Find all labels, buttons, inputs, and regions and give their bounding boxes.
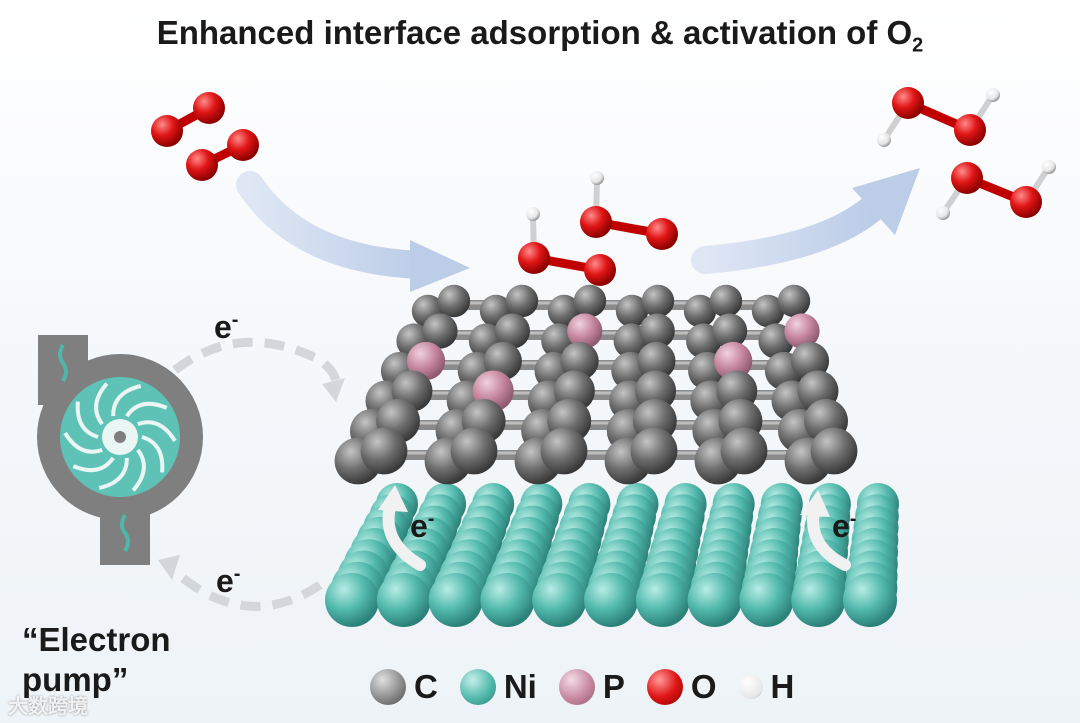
carbon-atom — [630, 427, 678, 475]
carbon-atom — [810, 427, 858, 475]
legend-item-h: H — [738, 668, 794, 706]
pump-blade — [72, 456, 115, 473]
hydrogen-atom — [590, 171, 604, 185]
carbon-atom — [615, 294, 649, 328]
carbon-atom — [450, 427, 498, 475]
carbon-atom — [505, 284, 539, 318]
electron-label-top: e- — [214, 309, 238, 345]
oxygen-atom — [584, 254, 616, 286]
nickel-atom — [584, 573, 638, 627]
oxygen-ball-icon — [646, 669, 683, 705]
carbon-ball-icon — [370, 669, 406, 705]
electron-dashed-arrows — [158, 337, 345, 611]
legend-item-c: C — [370, 668, 438, 706]
electron-labels: e- e- e- e- — [214, 309, 856, 599]
page-title: Enhanced interface adsorption & activati… — [156, 14, 924, 57]
carbon-atom — [540, 427, 588, 475]
nickel-atom — [325, 573, 379, 627]
legend-item-ni: Ni — [459, 668, 537, 706]
oxygen-atom — [951, 162, 983, 194]
hydrogen-atom — [877, 133, 891, 147]
hydrogen-atom — [526, 207, 540, 221]
electron-transfer-arrows — [378, 485, 851, 571]
pump-caption-line2: pump” — [22, 660, 129, 698]
oxygen-atom — [646, 218, 678, 250]
nickel-atom — [480, 573, 535, 627]
pump-blade — [137, 420, 177, 442]
oxygen-atom — [580, 206, 612, 238]
carbon-atom — [422, 313, 458, 349]
electron-label-ni-right: e- — [832, 508, 856, 544]
carbon-atom — [751, 294, 785, 328]
oxygen-atom — [227, 129, 259, 161]
electron-label-ni-left: e- — [410, 508, 434, 544]
oxygen-atom — [518, 242, 550, 274]
pump-blade — [98, 457, 129, 490]
oxygen-atom — [954, 114, 986, 146]
arrow-out — [691, 196, 884, 274]
nickel-atom — [687, 573, 742, 627]
nickel-atom — [791, 573, 846, 627]
carbon-atom — [683, 294, 717, 328]
pump-caption: “Electron pump” — [22, 620, 222, 699]
hydrogen-atom — [1042, 160, 1056, 174]
carbon-atom — [560, 341, 599, 381]
flow-arrows — [236, 168, 920, 292]
carbon-atom — [720, 427, 768, 475]
pump-blade — [94, 382, 109, 426]
carbon-atom — [437, 284, 471, 318]
phosphorus-atom — [714, 341, 753, 381]
phosphorus-atom — [784, 313, 820, 349]
pump-blade — [63, 432, 103, 454]
nickel-atom — [739, 573, 794, 627]
pump-blade — [75, 401, 99, 439]
nickel-atom — [635, 573, 690, 627]
carbon-lattice — [334, 284, 858, 485]
oxygen-atom — [151, 115, 183, 147]
nickel-ball-icon — [459, 669, 496, 705]
arrow-in — [236, 171, 434, 279]
nickel-atom — [843, 573, 897, 627]
oxygen-atom — [186, 149, 218, 181]
nickel-atom — [532, 573, 587, 627]
pump-blade — [141, 435, 165, 473]
carbon-atom — [709, 284, 743, 318]
carbon-atom — [641, 284, 675, 318]
oxygen-atom — [193, 92, 225, 124]
electron-label-bottom: e- — [216, 563, 240, 599]
hydrogen-atom — [936, 206, 950, 220]
molecules — [151, 87, 1056, 286]
phosphorus-atom — [567, 313, 603, 349]
pump-blade — [131, 448, 146, 492]
phosphorus-atom — [406, 341, 446, 381]
carbon-atom — [712, 313, 748, 349]
oxygen-atom — [1010, 186, 1042, 218]
nickel-atom — [428, 573, 483, 627]
pump-caption-line1: “Electron — [22, 621, 171, 658]
carbon-atom — [573, 284, 607, 318]
pump-blade — [111, 384, 142, 417]
carbon-atom — [637, 341, 676, 381]
carbon-atom — [639, 313, 675, 349]
carbon-atom — [790, 341, 830, 381]
legend-item-o: O — [646, 668, 717, 706]
phosphorus-ball-icon — [558, 669, 595, 705]
hydrogen-atom — [986, 88, 1000, 102]
carbon-atom — [494, 313, 530, 349]
hydrogen-ball-icon — [738, 675, 763, 699]
pump-blade — [125, 401, 168, 418]
oxygen-atom — [892, 87, 924, 119]
carbon-atom — [360, 427, 408, 475]
watermark: 大数跨境 — [8, 696, 88, 718]
carbon-atom — [777, 284, 811, 318]
legend-item-p: P — [558, 668, 625, 706]
legend: C Ni P O H — [370, 668, 816, 706]
nickel-atom — [376, 573, 431, 627]
electron-pump-icon — [37, 335, 203, 565]
